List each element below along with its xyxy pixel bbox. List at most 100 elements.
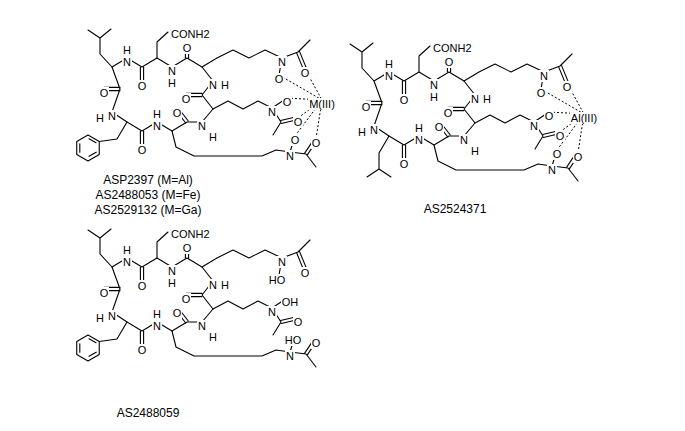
- atom-label: H: [152, 108, 162, 120]
- atom-label: H: [167, 273, 177, 291]
- atom-label: N: [369, 124, 379, 136]
- atom-label: O: [361, 97, 372, 115]
- atom-label: O: [182, 42, 193, 54]
- atom-label: O: [172, 103, 183, 121]
- atom-label: O: [311, 333, 322, 351]
- benzyl-group: [77, 122, 127, 161]
- atom-label: N: [107, 110, 117, 122]
- group-label: CONH2: [432, 38, 473, 56]
- atom-label: O: [300, 63, 311, 81]
- atom-label: O: [311, 137, 322, 149]
- atom-label: O: [434, 117, 445, 135]
- atom-label: N: [470, 93, 480, 105]
- metal-label: Al(III): [570, 112, 598, 124]
- atom-label: O: [274, 69, 285, 87]
- atom-label: N: [470, 89, 480, 107]
- atom-label: O: [293, 312, 304, 330]
- atom-label: N: [459, 130, 469, 148]
- atom-label: H: [95, 108, 105, 126]
- compound-name: AS2524371: [423, 203, 488, 216]
- atom-label: O: [99, 83, 110, 101]
- molecule-skeleton: [350, 43, 579, 181]
- molecule-skeleton: [88, 29, 317, 167]
- compound-name: ASP2397 (M=Al): [102, 170, 194, 188]
- atom-label: H: [384, 54, 394, 72]
- atom-label: O: [137, 76, 148, 94]
- atom-label: N: [152, 320, 162, 332]
- atom-label: N: [369, 120, 379, 138]
- atom-label: O: [443, 103, 454, 121]
- atom-label: H: [470, 145, 480, 157]
- atom-label: O: [555, 130, 566, 142]
- atom-label: H: [152, 308, 162, 320]
- atom-label: O: [282, 96, 293, 108]
- atom-label: HO: [284, 330, 303, 348]
- atom-label: O: [562, 77, 573, 95]
- atom-label: O: [444, 56, 455, 68]
- atom-label: O: [172, 307, 183, 319]
- atom-label: N: [285, 346, 295, 364]
- benzyl-group: [77, 322, 127, 361]
- atom-label: O: [99, 283, 110, 301]
- atom-label: N: [285, 146, 295, 164]
- atom-label: N: [285, 150, 295, 162]
- atom-label: O: [181, 89, 192, 107]
- atom-label: N: [539, 66, 549, 84]
- atom-label: H: [122, 44, 132, 56]
- atom-label: H: [429, 87, 439, 105]
- atom-label: O: [274, 73, 285, 85]
- atom-label: O: [311, 337, 322, 349]
- atom-label: H: [414, 122, 424, 134]
- group-label: CONH2: [170, 228, 211, 240]
- atom-label: H: [220, 279, 230, 291]
- atom-label: H: [414, 118, 424, 136]
- atom-label: H: [208, 131, 218, 143]
- atom-label: N: [277, 256, 287, 268]
- atom-label: O: [544, 106, 555, 124]
- atom-label: O: [300, 263, 311, 281]
- atom-label: O: [573, 147, 584, 165]
- atom-label: O: [99, 87, 110, 99]
- atom-label: H: [220, 275, 230, 293]
- atom-label: N: [167, 65, 177, 77]
- atom-label: OH: [281, 292, 300, 310]
- atom-label: N: [414, 134, 424, 146]
- atom-label: O: [293, 316, 304, 328]
- atom-label: H: [384, 58, 394, 70]
- metal-label: Al(III): [570, 108, 598, 126]
- atom-label: O: [555, 126, 566, 144]
- atom-label: O: [99, 287, 110, 299]
- atom-label: N: [197, 316, 207, 334]
- atom-label: H: [482, 93, 492, 105]
- atom-label: H: [122, 240, 132, 258]
- atom-label: N: [107, 106, 117, 124]
- atom-label: H: [429, 91, 439, 103]
- atom-label: O: [290, 130, 301, 148]
- atom-label: N: [152, 120, 162, 132]
- compound-name: AS2488053 (M=Fe): [94, 189, 201, 202]
- atom-label: O: [552, 148, 563, 160]
- atom-label: O: [573, 151, 584, 163]
- atom-label: O: [182, 238, 193, 256]
- atom-label: O: [399, 94, 410, 106]
- atom-label: N: [208, 79, 218, 91]
- atom-label: N: [122, 256, 132, 268]
- atom-label: N: [267, 306, 277, 318]
- atom-label: N: [277, 252, 287, 270]
- atom-label: O: [182, 242, 193, 254]
- atom-label: N: [529, 120, 539, 132]
- atom-label: O: [300, 267, 311, 279]
- atom-label: N: [122, 56, 132, 68]
- atom-label: H: [482, 89, 492, 107]
- atom-label: O: [137, 340, 148, 358]
- atom-label: N: [547, 160, 557, 178]
- atom-label: N: [267, 102, 277, 120]
- compound-name: AS2529132 (M=Ga): [93, 204, 202, 217]
- atom-label: N: [459, 134, 469, 146]
- group-label: CONH2: [170, 224, 211, 242]
- atom-label: O: [290, 134, 301, 146]
- atom-label: O: [399, 158, 410, 170]
- atom-label: O: [544, 110, 555, 122]
- compound-name: AS2529132 (M=Ga): [93, 200, 202, 218]
- compound-name: ASP2397 (M=Al): [102, 174, 194, 187]
